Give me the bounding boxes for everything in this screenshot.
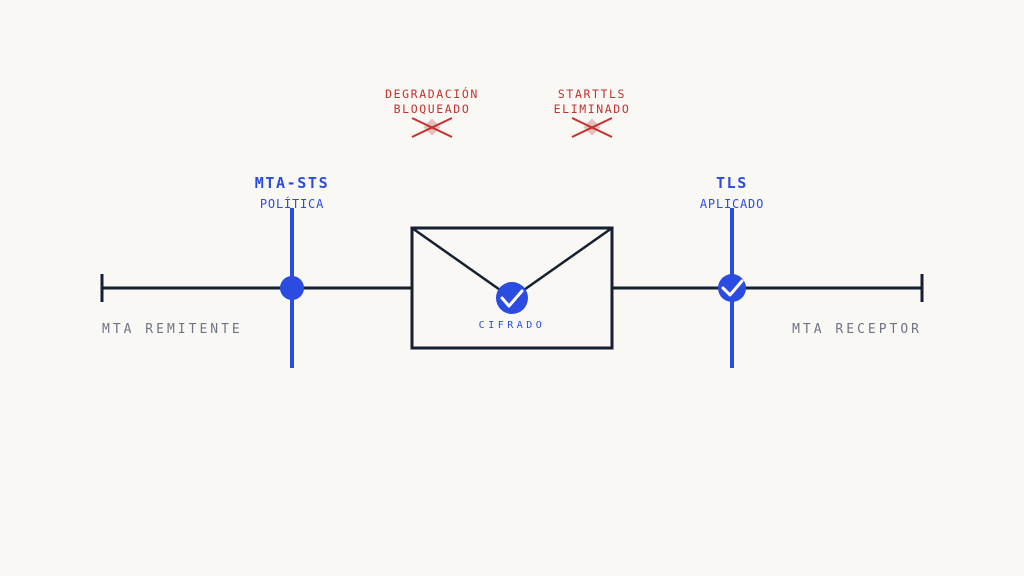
- sender-label: MTA REMITENTE: [102, 322, 243, 337]
- mta-sts-subtitle: POLÍTICA: [260, 196, 324, 211]
- envelope-label: CIFRADO: [479, 320, 546, 331]
- cross-icon: [571, 117, 613, 138]
- envelope-flap-left: [411, 226, 504, 294]
- threat-starttls-line1: STARTTLS: [558, 87, 626, 101]
- mta-sts-title: MTA-STS: [255, 174, 329, 192]
- mta-sts-checkpoint: MTA-STS POLÍTICA: [255, 174, 329, 368]
- tls-checkpoint: TLS APLICADO: [700, 174, 764, 368]
- cross-icon: [411, 117, 453, 138]
- dot-icon: [280, 276, 304, 300]
- envelope-flap-right: [520, 226, 613, 294]
- envelope: CIFRADO: [410, 226, 614, 350]
- tls-subtitle: APLICADO: [700, 197, 764, 211]
- threat-starttls-line2: ELIMINADO: [554, 102, 631, 116]
- threat-downgrade-line2: BLOQUEADO: [394, 102, 471, 116]
- check-icon: [496, 282, 528, 314]
- tls-title: TLS: [716, 174, 748, 192]
- threat-starttls: STARTTLS ELIMINADO: [554, 87, 631, 138]
- receiver-label: MTA RECEPTOR: [792, 322, 922, 337]
- transport-line: [100, 274, 924, 302]
- threat-downgrade: DEGRADACIÓN BLOQUEADO: [385, 86, 479, 138]
- threat-downgrade-line1: DEGRADACIÓN: [385, 86, 479, 101]
- envelope-body: [410, 226, 614, 350]
- check-icon: [718, 274, 746, 302]
